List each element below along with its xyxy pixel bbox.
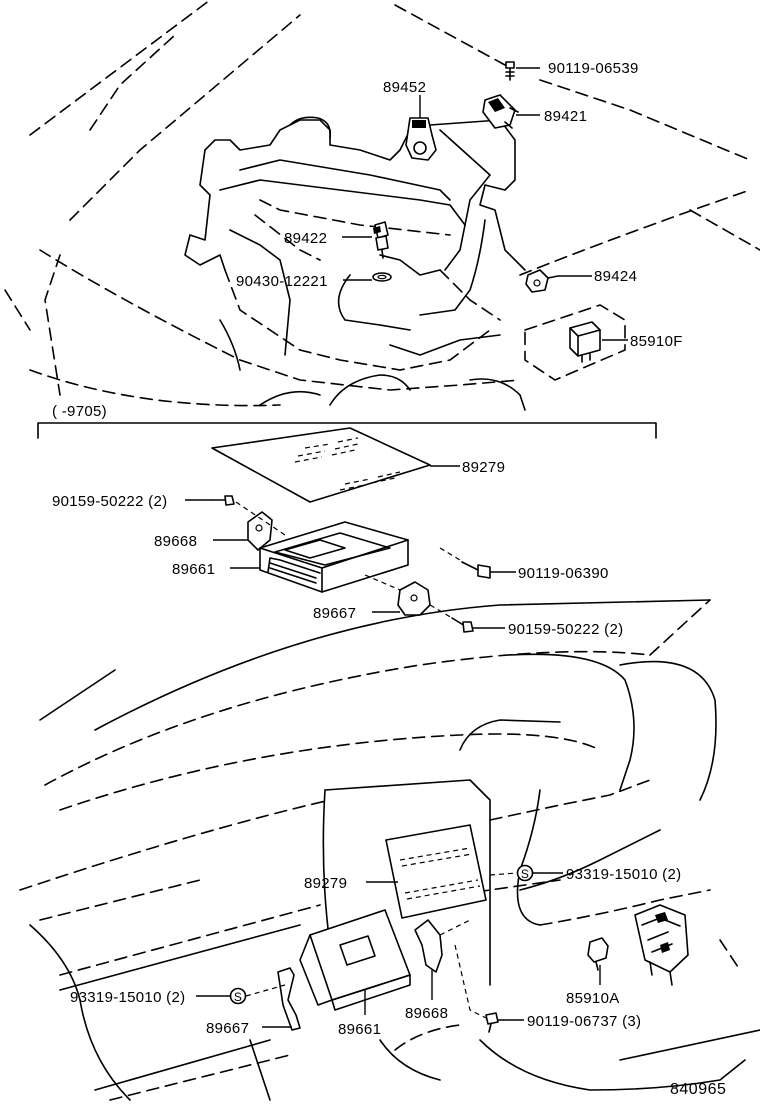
label-89668-dash: 89668 bbox=[405, 1005, 448, 1022]
label-85910F: 85910F bbox=[630, 333, 683, 350]
label-89668: 89668 bbox=[154, 533, 197, 550]
label-89421: 89421 bbox=[544, 108, 587, 125]
ecu-box-icon bbox=[299, 909, 411, 1011]
bolt-icon bbox=[461, 561, 491, 579]
bracket-89667-icon bbox=[277, 967, 301, 1031]
ecu-leaders bbox=[185, 465, 516, 629]
label-93319-15010-right: 93319-15010 (2) bbox=[566, 866, 681, 883]
label-90159-50222-left: 90159-50222 (2) bbox=[52, 493, 167, 510]
ecu-box-icon bbox=[259, 521, 409, 593]
label-89279: 89279 bbox=[462, 459, 505, 476]
label-89667: 89667 bbox=[313, 605, 356, 622]
relay-icon bbox=[587, 937, 609, 971]
svg-text:S: S bbox=[234, 990, 242, 1004]
s-screw-icon: S bbox=[516, 864, 534, 882]
vsv-sensor-icon bbox=[482, 94, 519, 129]
label-89661: 89661 bbox=[172, 561, 215, 578]
s-screw-icon: S bbox=[229, 987, 247, 1005]
label-89661-dash: 89661 bbox=[338, 1021, 381, 1038]
label-90430-12221: 90430-12221 bbox=[236, 273, 328, 290]
bolt-icon bbox=[485, 1012, 499, 1033]
engine-parts bbox=[372, 61, 601, 363]
engine-bay-outline bbox=[4, 0, 760, 411]
bracket-89668-icon bbox=[414, 919, 443, 973]
label-90119-06539: 90119-06539 bbox=[548, 60, 639, 77]
bolt-icon bbox=[505, 61, 515, 81]
label-89424: 89424 bbox=[594, 268, 637, 285]
figure-number: 840965 bbox=[670, 1081, 726, 1098]
cover-sheet-icon bbox=[211, 427, 431, 503]
label-89667-dash: 89667 bbox=[206, 1020, 249, 1037]
dash-leaders bbox=[196, 872, 601, 1028]
cover-sheet-icon bbox=[385, 824, 487, 919]
range-note: ( -9705) bbox=[52, 403, 107, 420]
label-89422: 89422 bbox=[284, 230, 327, 247]
label-89452: 89452 bbox=[383, 79, 426, 96]
label-90119-06737: 90119-06737 (3) bbox=[527, 1013, 641, 1030]
label-90119-06390: 90119-06390 bbox=[518, 565, 609, 582]
throttle-sensor-icon bbox=[405, 117, 437, 161]
ecu-parts bbox=[211, 427, 491, 633]
screw-icon bbox=[212, 495, 235, 506]
relay-icon bbox=[569, 321, 601, 363]
bracket-89667-icon bbox=[397, 581, 431, 616]
label-90159-50222-right: 90159-50222 (2) bbox=[508, 621, 623, 638]
label-93319-15010-left: 93319-15010 (2) bbox=[70, 989, 185, 1006]
label-89279-dash: 89279 bbox=[304, 875, 347, 892]
relay-block-icon bbox=[634, 904, 689, 986]
gasket-icon bbox=[372, 272, 392, 282]
dash-parts: S S bbox=[229, 824, 689, 1033]
svg-text:S: S bbox=[521, 867, 529, 881]
label-85910A: 85910A bbox=[566, 990, 620, 1007]
screw-icon bbox=[451, 617, 474, 633]
range-bracket bbox=[37, 422, 657, 439]
engine-leaders bbox=[342, 67, 628, 341]
knock-sensor-icon bbox=[525, 269, 559, 293]
temp-sensor-icon bbox=[373, 221, 389, 259]
